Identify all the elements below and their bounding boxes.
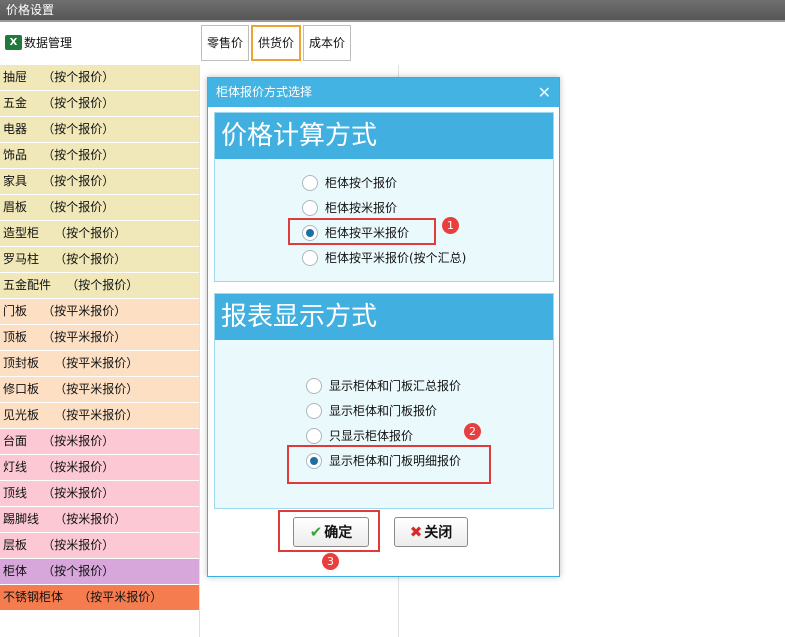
category-item[interactable]: 见光板 （按平米报价） (0, 403, 199, 429)
window-title: 价格设置 (6, 3, 55, 17)
category-item[interactable]: 顶线 （按米报价） (0, 481, 199, 507)
category-item[interactable]: 饰品 （按个报价） (0, 143, 199, 169)
report-display-section: 报表显示方式 显示柜体和门板汇总报价显示柜体和门板报价只显示柜体报价显示柜体和门… (214, 293, 554, 509)
radio-button-icon[interactable] (302, 199, 318, 216)
radio-option[interactable]: 柜体按平米报价 (302, 224, 409, 241)
left-toolbar: X 数据管理 (0, 22, 199, 65)
radio-label: 显示柜体和门板汇总报价 (329, 379, 462, 393)
category-item[interactable]: 顶板 （按平米报价） (0, 325, 199, 351)
radio-label: 柜体按平米报价(按个汇总) (325, 251, 467, 265)
radio-label: 显示柜体和门板明细报价 (329, 454, 462, 468)
tab-cost[interactable]: 成本价 (303, 25, 352, 61)
highlight-box-1 (288, 218, 436, 245)
radio-button-icon[interactable] (306, 402, 322, 419)
category-item[interactable]: 柜体 （按个报价） (0, 559, 199, 585)
window-title-bar: 价格设置 (0, 0, 785, 22)
radio-option[interactable]: 显示柜体和门板报价 (306, 402, 437, 419)
annotation-badge-2: 2 (464, 423, 481, 440)
radio-button-icon[interactable] (306, 377, 322, 394)
report-display-header: 报表显示方式 (215, 294, 553, 340)
radio-label: 只显示柜体报价 (329, 429, 414, 443)
category-list: 抽屉 （按个报价）五金 （按个报价）电器 （按个报价）饰品 （按个报价）家具 （… (0, 65, 199, 611)
radio-option[interactable]: 柜体按个报价 (302, 174, 397, 191)
category-item[interactable]: 五金配件 （按个报价） (0, 273, 199, 299)
category-item[interactable]: 踢脚线 （按米报价） (0, 507, 199, 533)
price-method-header: 价格计算方式 (215, 113, 553, 159)
close-x-icon: ✖ (409, 523, 423, 541)
tab-retail[interactable]: 零售价 (201, 25, 250, 61)
ok-button[interactable]: ✔ 确定 (293, 517, 369, 547)
category-item[interactable]: 家具 （按个报价） (0, 169, 199, 195)
radio-button-icon[interactable] (306, 427, 322, 444)
category-item[interactable]: 不锈钢柜体 （按平米报价） (0, 585, 199, 611)
radio-label: 柜体按平米报价 (325, 226, 410, 240)
excel-icon: X (5, 35, 22, 50)
ok-button-label: 确定 (324, 525, 353, 541)
category-item[interactable]: 抽屉 （按个报价） (0, 65, 199, 91)
dialog-title: 柜体报价方式选择 (216, 85, 313, 99)
category-item[interactable]: 五金 （按个报价） (0, 91, 199, 117)
category-item[interactable]: 罗马柱 （按个报价） (0, 247, 199, 273)
category-item[interactable]: 修口板 （按平米报价） (0, 377, 199, 403)
tab-supply[interactable]: 供货价 (251, 25, 302, 61)
category-item[interactable]: 造型柜 （按个报价） (0, 221, 199, 247)
close-icon[interactable]: ✕ (537, 83, 551, 102)
price-tabs: 零售价供货价成本价 (199, 25, 352, 63)
highlight-box-2 (287, 445, 491, 484)
radio-button-icon[interactable] (306, 452, 322, 469)
check-icon: ✔ (309, 523, 323, 541)
radio-button-icon[interactable] (302, 249, 318, 266)
radio-option[interactable]: 显示柜体和门板明细报价 (306, 452, 461, 469)
category-item[interactable]: 层板 （按米报价） (0, 533, 199, 559)
category-item[interactable]: 电器 （按个报价） (0, 117, 199, 143)
radio-option[interactable]: 只显示柜体报价 (306, 427, 413, 444)
category-item[interactable]: 顶封板 （按平米报价） (0, 351, 199, 377)
data-management-button[interactable]: X 数据管理 (5, 34, 72, 51)
category-item[interactable]: 台面 （按米报价） (0, 429, 199, 455)
category-item[interactable]: 灯线 （按米报价） (0, 455, 199, 481)
radio-label: 显示柜体和门板报价 (329, 404, 438, 418)
data-management-label: 数据管理 (24, 36, 73, 50)
close-button[interactable]: ✖ 关闭 (394, 517, 468, 547)
radio-option[interactable]: 柜体按米报价 (302, 199, 397, 216)
cabinet-quote-dialog: 柜体报价方式选择 ✕ 价格计算方式 柜体按个报价柜体按米报价柜体按平米报价柜体按… (207, 77, 560, 577)
radio-option[interactable]: 柜体按平米报价(按个汇总) (302, 249, 466, 266)
radio-label: 柜体按米报价 (325, 201, 398, 215)
radio-button-icon[interactable] (302, 224, 318, 241)
category-item[interactable]: 门板 （按平米报价） (0, 299, 199, 325)
close-button-label: 关闭 (424, 525, 453, 541)
category-item[interactable]: 眉板 （按个报价） (0, 195, 199, 221)
radio-button-icon[interactable] (302, 174, 318, 191)
highlight-box-3 (278, 510, 380, 552)
annotation-badge-1: 1 (442, 217, 459, 234)
price-method-section: 价格计算方式 柜体按个报价柜体按米报价柜体按平米报价柜体按平米报价(按个汇总) (214, 112, 554, 282)
radio-label: 柜体按个报价 (325, 176, 398, 190)
dialog-header: 柜体报价方式选择 ✕ (208, 78, 559, 107)
annotation-badge-3: 3 (322, 553, 339, 570)
radio-option[interactable]: 显示柜体和门板汇总报价 (306, 377, 461, 394)
